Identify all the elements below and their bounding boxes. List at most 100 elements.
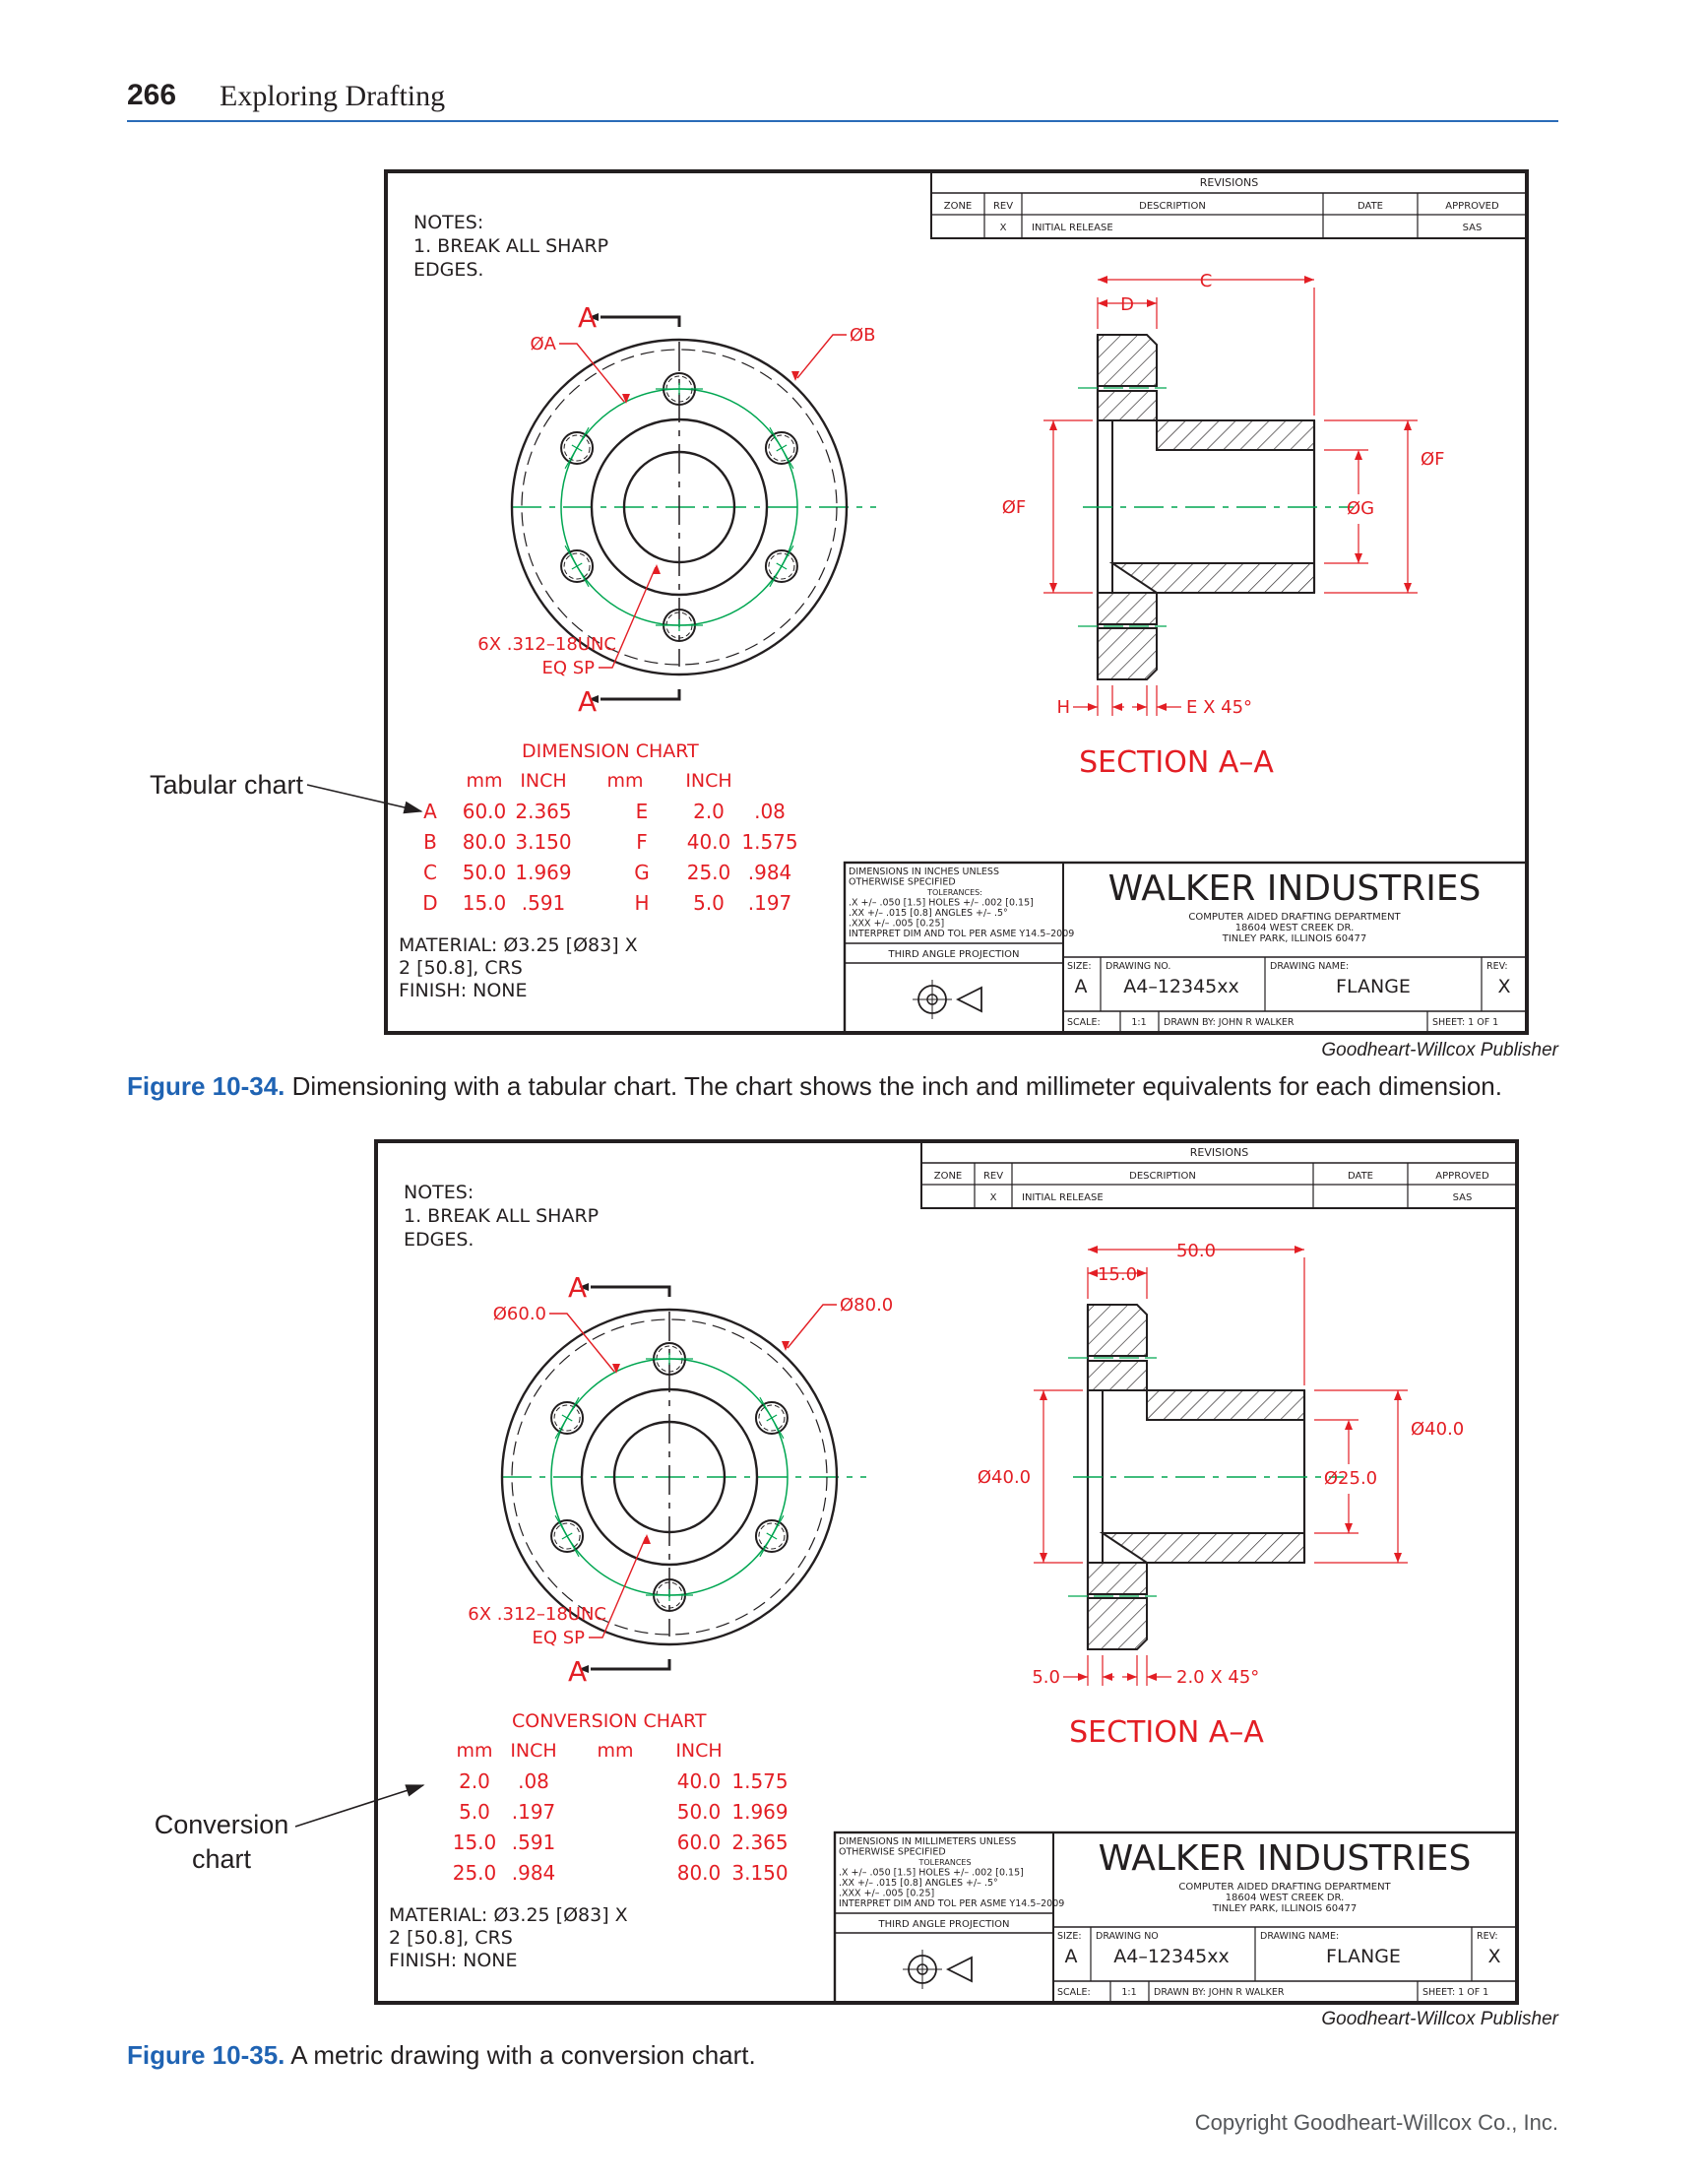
arrowhead [1137,703,1147,711]
note-line: 1. BREAK ALL SHARP [413,235,608,257]
threaded-hole [550,1514,585,1558]
hole-centerline [766,1414,778,1422]
cutting-plane-bottom [591,1659,671,1671]
hub-circle [580,1387,759,1567]
arrowhead [1147,299,1157,307]
revisions-header: ZONE [934,1171,963,1182]
section-title: SECTION A–A [1069,1715,1264,1750]
figure-10-35-credit: Goodheart-Willcox Publisher [1321,2009,1558,2029]
chart-cell: .984 [748,861,792,884]
note-line: NOTES: [404,1182,474,1203]
arrowhead [589,313,599,321]
chart-cell: 3.150 [515,830,571,854]
chart-cell: A [423,800,437,823]
conversion-chart-callout: Conversion chart [154,1810,289,1874]
arrowhead [1345,1523,1353,1533]
drawn-by: DRAWN BY: JOHN R WALKER [1164,1017,1295,1028]
chart-cell: 1.575 [741,830,797,854]
chart-cell: 80.0 [463,830,507,854]
chart-header: INCH [685,770,731,792]
chart-cell: 2.365 [515,800,571,823]
revisions-header: REV [983,1171,1003,1182]
bore-circle [622,450,736,564]
tolerance-line: .XXX +/– .005 [0.25] [849,919,944,930]
department-line: COMPUTER AIDED DRAFTING DEPARTMENT [1188,912,1401,923]
cutting-plane-label: A [568,1655,587,1688]
dimension-label: Ø60.0 [493,1304,546,1324]
drawing-name-label: DRAWING NAME: [1260,1931,1339,1942]
hole-centerline [571,562,583,570]
hole-centerline [776,562,788,570]
threaded-hole [550,1396,585,1440]
material-line: MATERIAL: Ø3.25 [Ø83] X [399,934,638,956]
chart-cell: 2.365 [731,1831,788,1854]
hole-circle [550,1519,585,1553]
arrowhead [1098,299,1107,307]
threaded-hole [560,426,595,470]
arrowhead [653,564,661,574]
chart-cell: B [423,830,437,854]
drawn-by: DRAWN BY: JOHN R WALKER [1154,1987,1285,1998]
company-name: WALKER INDUSTRIES [1099,1838,1472,1879]
tolerance-line: .XX +/– .015 [0.8] ANGLES +/– .5° [839,1878,998,1889]
hole-centerline [571,444,583,452]
drawing-name-label: DRAWING NAME: [1270,961,1349,972]
leader [599,566,657,669]
size-value: A [1075,976,1088,997]
department-line: 18604 WEST CREEK DR. [1226,1893,1345,1903]
revisions-cell: X [990,1192,997,1203]
note-line: 1. BREAK ALL SHARP [404,1205,599,1227]
material-note: MATERIAL: Ø3.25 [Ø83] X2 [50.8], CRSFINI… [399,934,638,1001]
department-line: COMPUTER AIDED DRAFTING DEPARTMENT [1178,1882,1391,1893]
thread-circle [768,552,795,580]
dimension-label: D [1120,294,1134,315]
drawing-name-value: FLANGE [1326,1946,1401,1967]
arrowhead [1394,1553,1402,1563]
third-angle-projection-icon [913,980,982,1019]
rev-value: X [1487,1946,1500,1967]
revisions-frame [920,1140,1518,1209]
chart-cell: 2.0 [459,1769,490,1793]
dimension-label: ØB [850,325,876,346]
revisions-cell: SAS [1463,223,1483,233]
chart-cell: D [422,891,437,915]
arrowhead [1394,1390,1402,1400]
chart-cell: F [636,830,648,854]
title-block-frame [833,1831,1519,2005]
tabular-chart-leader [306,784,423,814]
revisions-cell: X [1000,223,1007,233]
dimension-label: ØG [1347,498,1374,519]
size-value: A [1065,1946,1078,1967]
threaded-hole [560,545,595,588]
arrowhead [579,1665,589,1673]
sheet-number: SHEET: 1 OF 1 [1422,1987,1488,1998]
arrowhead [1098,276,1107,284]
chart-cell: 5.0 [459,1800,490,1824]
chamfer-hidden-circle [521,349,838,666]
arrowhead [622,394,630,404]
revisions-frame [930,170,1528,239]
hole-circle [560,549,595,583]
hole-circle [764,549,798,583]
size-label: SIZE: [1057,1931,1082,1942]
dimension-label: H [1056,697,1070,718]
department-line: TINLEY PARK, ILLINOIS 60477 [1212,1903,1358,1914]
projection-label: THIRD ANGLE PROJECTION [887,949,1019,960]
dimension-label: 2.0 X 45° [1176,1667,1259,1688]
leader [549,1313,615,1373]
hole-centerline [776,444,788,452]
arrowhead [1040,1553,1047,1563]
chart-cell: .591 [512,1831,556,1854]
scale-label: SCALE: [1067,1017,1101,1028]
threaded-hole [646,1342,693,1376]
threaded-hole [764,426,798,470]
